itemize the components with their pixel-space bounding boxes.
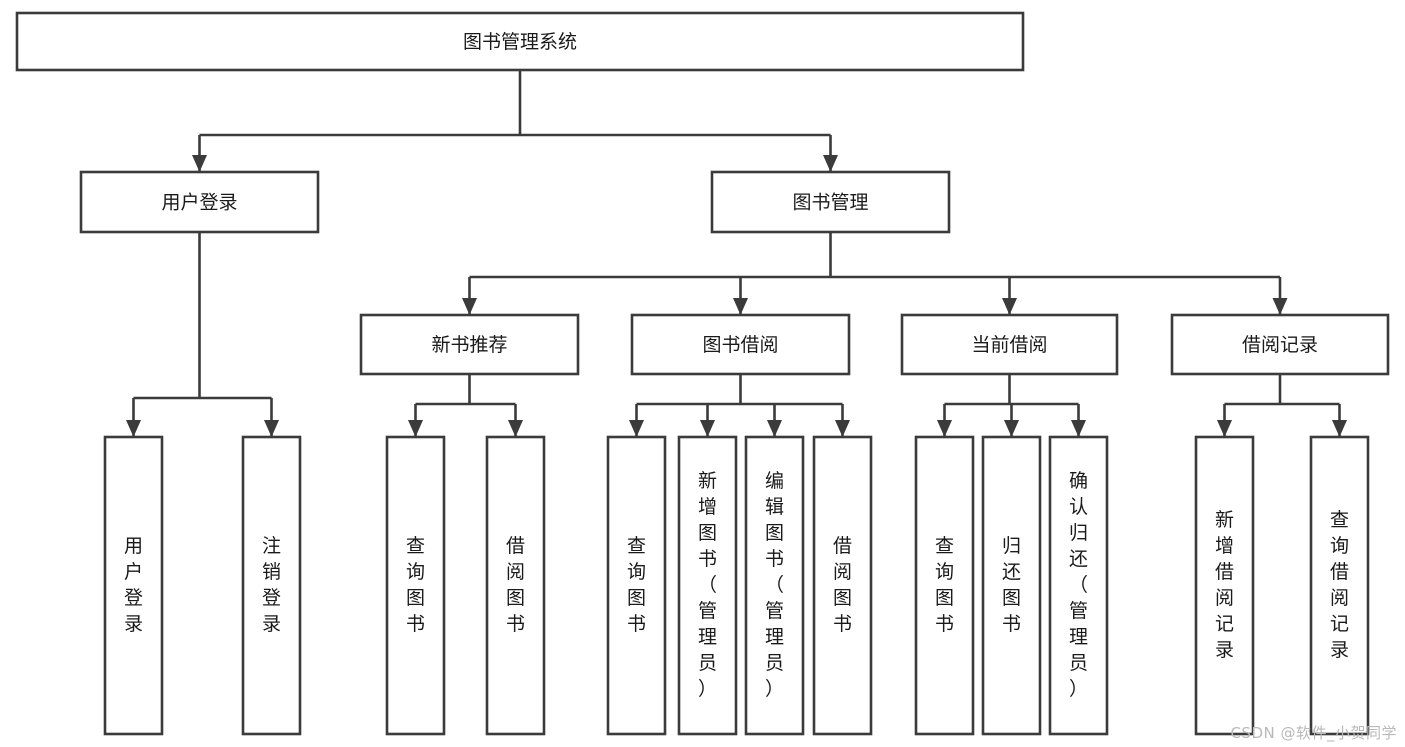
root-box[interactable] <box>15 11 1025 72</box>
arrow-head-icon <box>835 420 850 437</box>
arrow-head-icon <box>1002 298 1017 315</box>
arrow-head-icon <box>700 420 715 437</box>
level1-node[interactable]: 用户登录 <box>79 170 320 234</box>
leaf-node[interactable]: 查询图书 <box>914 435 975 736</box>
leaf-node[interactable]: 用户登录 <box>103 435 164 736</box>
leaf-label: 新增图书（管理员） <box>698 470 717 700</box>
leaf-node[interactable]: 查询借阅记录 <box>1309 435 1370 736</box>
leaf-box[interactable] <box>981 435 1042 736</box>
arrow-head-icon <box>937 420 952 437</box>
level2-label: 借阅记录 <box>1242 334 1318 356</box>
arrow-head-icon <box>264 420 279 437</box>
leaf-box[interactable] <box>744 435 805 736</box>
arrow-head-icon <box>126 420 141 437</box>
level2-node[interactable]: 借阅记录 <box>1170 313 1390 376</box>
arrow-head-icon <box>1004 420 1019 437</box>
level2-node[interactable]: 图书借阅 <box>630 313 851 376</box>
level1-label: 图书管理 <box>792 192 868 214</box>
arrow-head-icon <box>1071 420 1086 437</box>
arrow-head-icon <box>629 420 644 437</box>
arrow-head-icon <box>1272 298 1288 315</box>
level1-node[interactable]: 图书管理 <box>710 170 951 234</box>
arrow-head-icon <box>1332 420 1347 437</box>
leaf-label: 查询借阅记录 <box>1330 509 1349 661</box>
arrow-head-icon <box>823 155 838 172</box>
watermark-text: CSDN @软件_小贺同学 <box>1230 724 1397 742</box>
arrow-head-icon <box>508 420 523 437</box>
leaf-box[interactable] <box>241 435 302 736</box>
leaf-box[interactable] <box>677 435 738 736</box>
arrow-head-icon <box>462 298 477 315</box>
leaf-box[interactable] <box>1194 435 1255 736</box>
leaf-node[interactable]: 确认归还（管理员） <box>1048 435 1109 736</box>
leaf-label: 查询图书 <box>406 535 425 635</box>
level2-box[interactable] <box>900 313 1119 376</box>
leaf-node[interactable]: 注销登录 <box>241 435 302 736</box>
level2-box[interactable] <box>359 313 580 376</box>
root-node[interactable]: 图书管理系统 <box>15 11 1025 72</box>
level2-box[interactable] <box>630 313 851 376</box>
arrow-head-icon <box>733 298 748 315</box>
leaf-node[interactable]: 编辑图书（管理员） <box>744 435 805 736</box>
leaf-node[interactable]: 新增图书（管理员） <box>677 435 738 736</box>
arrow-head-icon <box>767 420 782 437</box>
level2-node[interactable]: 新书推荐 <box>359 313 580 376</box>
level2-label: 图书借阅 <box>702 334 778 356</box>
leaf-node[interactable]: 借阅图书 <box>812 435 873 736</box>
leaf-label: 查询图书 <box>935 535 954 635</box>
leaf-box[interactable] <box>812 435 873 736</box>
leaf-node[interactable]: 查询图书 <box>606 435 667 736</box>
leaf-node[interactable]: 归还图书 <box>981 435 1042 736</box>
leaf-node[interactable]: 查询图书 <box>385 435 446 736</box>
node-layer: 图书管理系统用户登录图书管理新书推荐图书借阅当前借阅借阅记录用户登录注销登录查询… <box>15 11 1390 736</box>
leaf-box[interactable] <box>1048 435 1109 736</box>
leaf-label: 借阅图书 <box>506 535 525 635</box>
arrow-head-icon <box>192 155 207 172</box>
leaf-label: 借阅图书 <box>833 535 852 635</box>
level2-box[interactable] <box>1170 313 1390 376</box>
level2-label: 新书推荐 <box>431 334 507 356</box>
leaf-label: 用户登录 <box>124 535 143 635</box>
leaf-box[interactable] <box>485 435 546 736</box>
leaf-label: 新增借阅记录 <box>1215 509 1234 661</box>
leaf-box[interactable] <box>385 435 446 736</box>
leaf-label: 确认归还（管理员） <box>1069 470 1088 700</box>
leaf-label: 注销登录 <box>262 535 281 635</box>
leaf-box[interactable] <box>606 435 667 736</box>
leaf-node[interactable]: 借阅图书 <box>485 435 546 736</box>
level2-node[interactable]: 当前借阅 <box>900 313 1119 376</box>
level1-box[interactable] <box>79 170 320 234</box>
leaf-box[interactable] <box>1309 435 1370 736</box>
leaf-label: 归还图书 <box>1002 535 1021 635</box>
leaf-label: 编辑图书（管理员） <box>765 470 784 700</box>
level1-label: 用户登录 <box>161 192 237 214</box>
leaf-node[interactable]: 新增借阅记录 <box>1194 435 1255 736</box>
arrow-head-icon <box>1217 420 1232 437</box>
connector-layer <box>126 70 1347 437</box>
level2-label: 当前借阅 <box>971 334 1047 356</box>
leaf-box[interactable] <box>103 435 164 736</box>
leaf-box[interactable] <box>914 435 975 736</box>
root-label: 图书管理系统 <box>463 31 577 53</box>
arrow-head-icon <box>408 420 423 437</box>
level1-box[interactable] <box>710 170 951 234</box>
leaf-label: 查询图书 <box>627 535 646 635</box>
